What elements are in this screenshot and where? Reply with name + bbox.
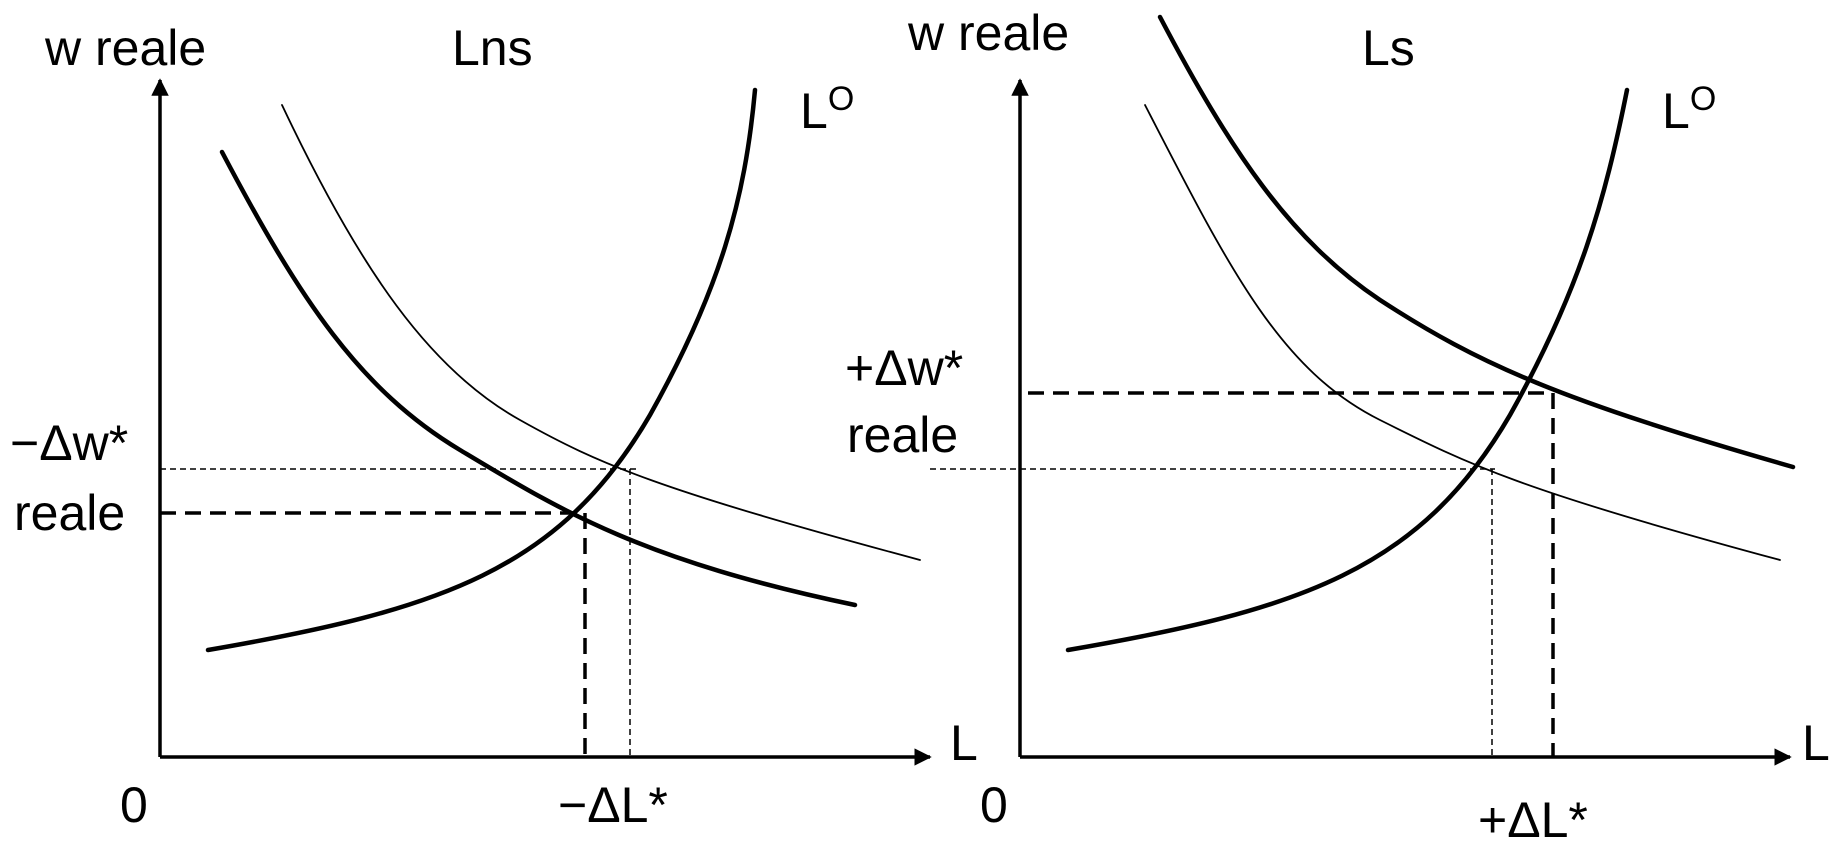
right-supply-label-main: L [1662,83,1690,139]
right-demand-label: Ls [1362,20,1415,76]
right-supply-label: LO [1662,80,1716,139]
right-shifted-demand-curve [1157,14,1796,470]
left-employment-change-label: −ΔL* [558,777,668,833]
left-supply-curve [205,87,758,653]
right-supply-label-sup: O [1690,80,1716,118]
right-supply-curve [1065,87,1630,653]
right-wage-change-label: +Δw* [845,340,963,396]
left-origin-label: 0 [120,777,148,833]
left-wage-change-label-2: reale [14,485,125,541]
right-x-axis-label: L [1802,715,1830,771]
left-supply-label-sup: O [828,80,854,118]
left-x-axis-label: L [950,715,978,771]
right-initial-demand-curve [1144,104,1781,561]
left-shifted-demand-curve [219,149,858,608]
left-supply-label-main: L [800,83,828,139]
right-wage-change-label-2: reale [847,407,958,463]
right-origin-label: 0 [980,777,1008,833]
left-supply-label: LO [800,80,854,139]
right-panel: w reale Ls LO +Δw* reale L 0 +ΔL* [845,5,1830,841]
right-y-axis-label: w reale [907,5,1069,61]
left-demand-label: Lns [452,20,533,76]
left-initial-demand-curve [281,104,921,561]
left-wage-change-label: −Δw* [10,415,128,471]
left-panel: w reale Lns LO −Δw* reale L 0 −ΔL* [10,20,978,833]
right-employment-change-label: +ΔL* [1478,792,1588,841]
left-y-axis-label: w reale [44,20,206,76]
